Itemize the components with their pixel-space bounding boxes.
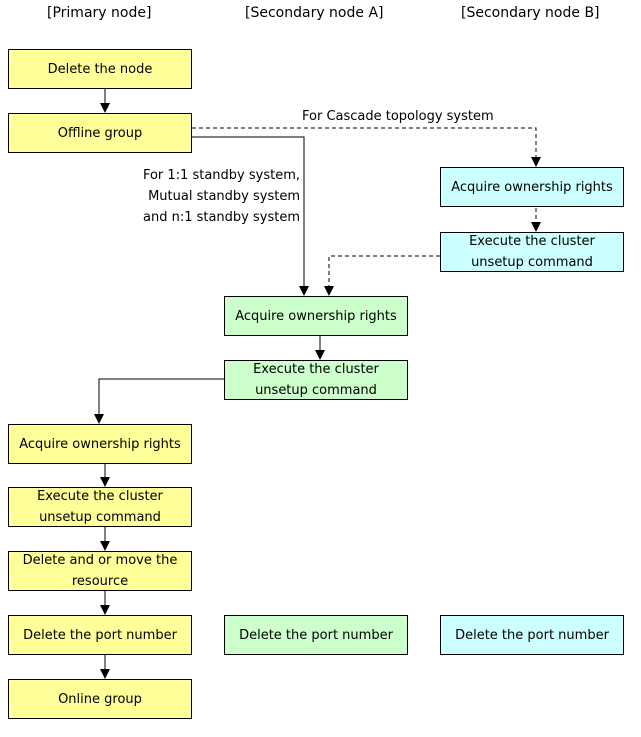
step-a-execute-unsetup: Execute the cluster unsetup command	[224, 360, 408, 400]
step-label: Delete the node	[47, 61, 153, 77]
column-header-secondary-a: [Secondary node A]	[245, 5, 384, 21]
step-label: Delete the port number	[23, 627, 177, 643]
column-header-primary: [Primary node]	[47, 5, 152, 21]
step-primary-delete-port: Delete the port number	[8, 615, 192, 655]
arrow-offline-to-secondary-a	[192, 136, 309, 296]
arrow-execute-a-to-primary-acquire	[94, 378, 224, 424]
step-label: Delete the port number	[239, 627, 393, 643]
step-label: Delete and or move the resource	[22, 553, 178, 589]
step-label: Delete the port number	[455, 627, 609, 643]
step-label: Execute the cluster unsetup command	[469, 234, 595, 270]
note-line: and n:1 standby system	[142, 210, 300, 225]
note-line: For 1:1 standby system,	[142, 168, 300, 183]
step-label: Acquire ownership rights	[235, 308, 397, 324]
arrow-execute-b-to-acquire-a	[324, 255, 440, 296]
step-b-execute-unsetup: Execute the cluster unsetup command	[440, 232, 624, 272]
step-online-group: Online group	[8, 679, 192, 719]
step-offline-group: Offline group	[8, 113, 192, 153]
note-cascade: For Cascade topology system	[302, 109, 494, 124]
step-a-delete-port: Delete the port number	[224, 615, 408, 655]
step-delete-node: Delete the node	[8, 49, 192, 89]
step-label: Offline group	[57, 125, 143, 141]
step-b-delete-port: Delete the port number	[440, 615, 624, 655]
step-label: Online group	[58, 691, 142, 707]
step-label: Execute the cluster unsetup command	[37, 489, 163, 525]
step-label: Acquire ownership rights	[19, 436, 181, 452]
step-primary-execute-unsetup: Execute the cluster unsetup command	[8, 487, 192, 527]
step-primary-acquire-ownership: Acquire ownership rights	[8, 424, 192, 464]
column-header-secondary-b: [Secondary node B]	[461, 5, 600, 21]
step-delete-move-resource: Delete and or move the resource	[8, 551, 192, 591]
step-label: Acquire ownership rights	[451, 179, 613, 195]
step-b-acquire-ownership: Acquire ownership rights	[440, 167, 624, 207]
note-standby-systems: For 1:1 standby system, Mutual standby s…	[136, 165, 300, 228]
step-label: Execute the cluster unsetup command	[253, 362, 379, 398]
arrow-offline-to-secondary-b	[192, 127, 541, 167]
note-line: Mutual standby system	[148, 189, 300, 204]
step-a-acquire-ownership: Acquire ownership rights	[224, 296, 408, 336]
